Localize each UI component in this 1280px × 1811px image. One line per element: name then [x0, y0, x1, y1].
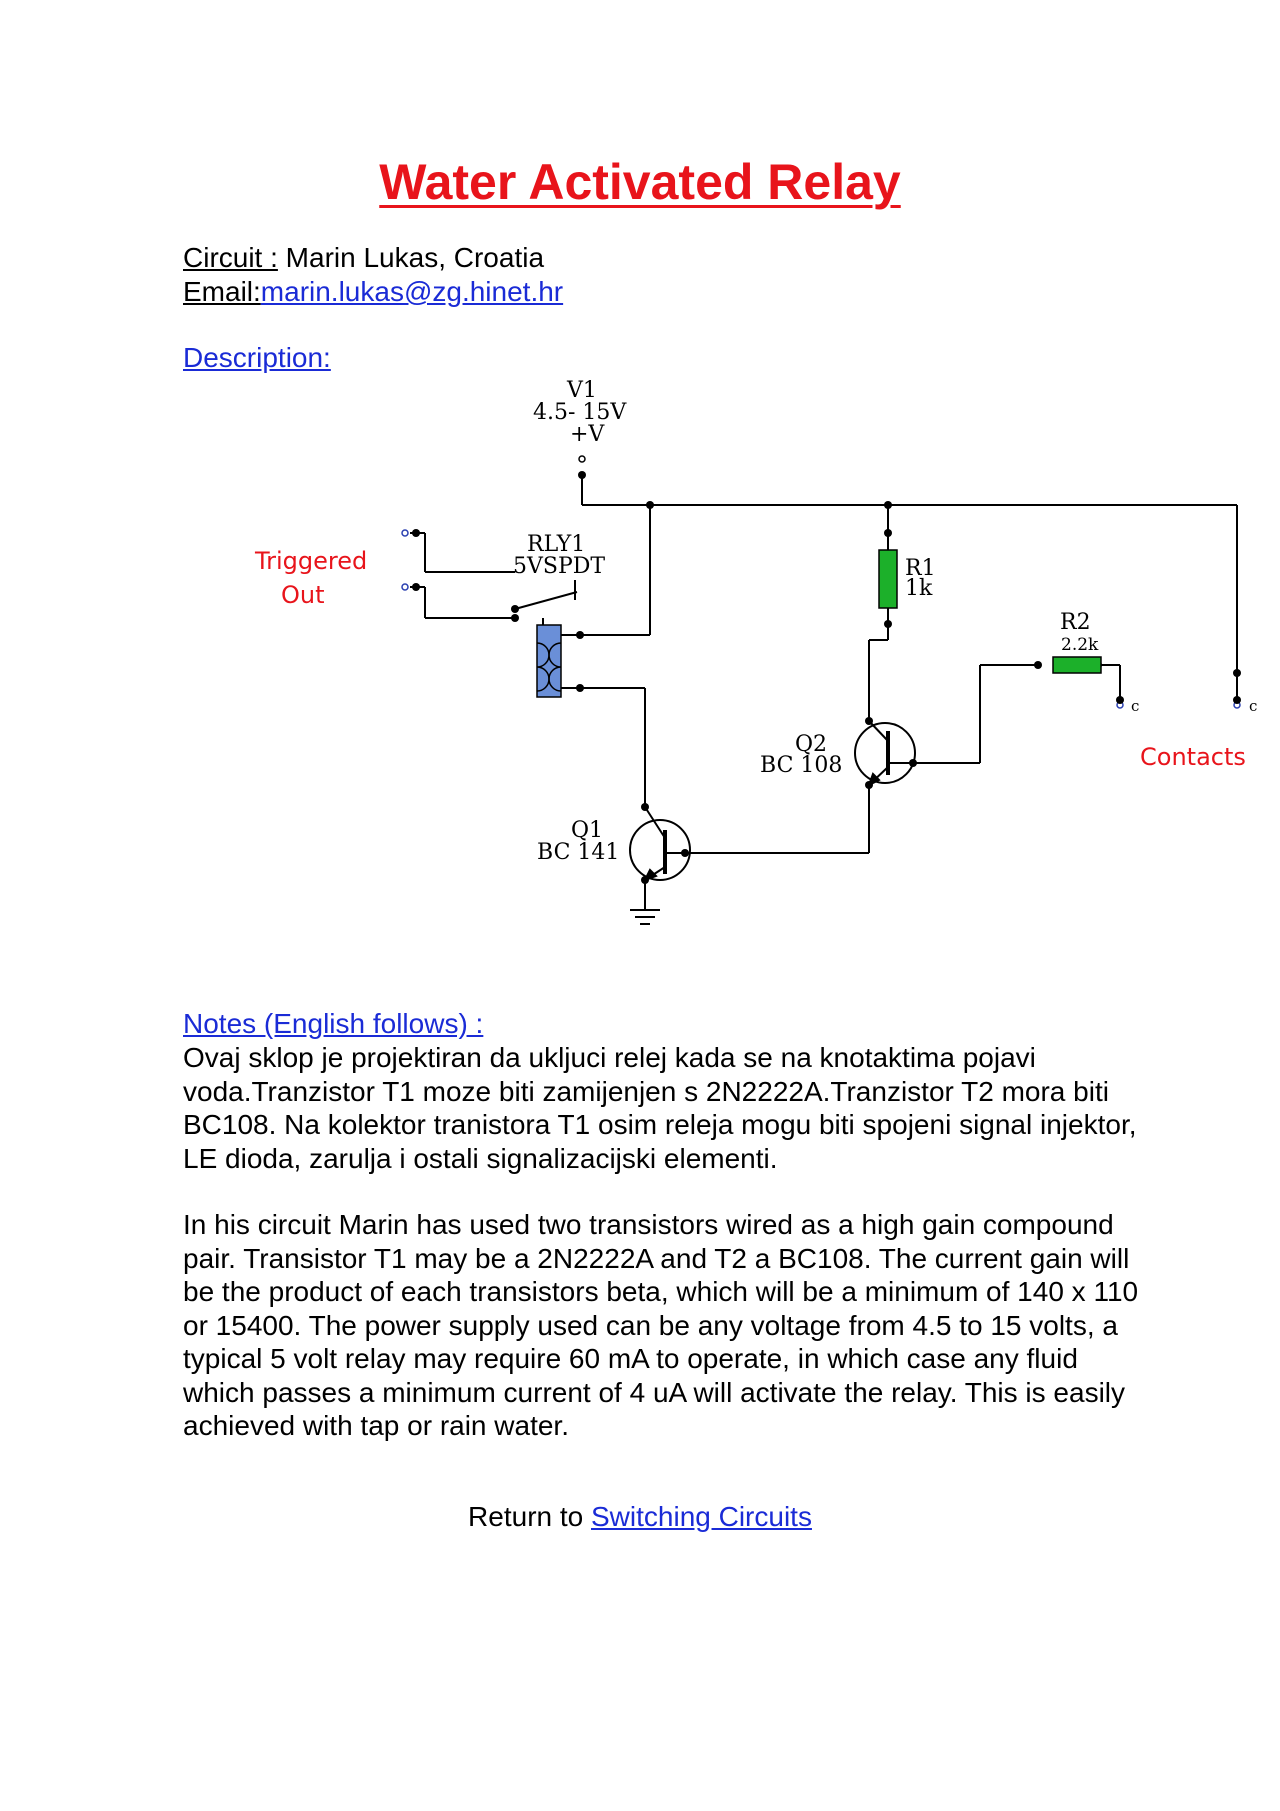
terminals: [401, 455, 1241, 709]
q2-transistor: [854, 720, 916, 788]
wires: [410, 475, 1238, 910]
email-link[interactable]: marin.lukas@zg.hinet.hr: [260, 276, 564, 307]
rly1-type: 5VSPDT: [513, 554, 605, 579]
notes-label: Notes (English follows) :: [183, 1008, 484, 1039]
email-label: Email:: [183, 276, 261, 307]
v1-label: V1: [566, 378, 597, 403]
r2-resistor: [1052, 656, 1102, 674]
email-line: Email:marin.lukas@zg.hinet.hr: [183, 275, 563, 309]
v1-terminal: +V: [570, 422, 605, 447]
rly1-label: RLY1: [527, 532, 585, 557]
triggered-out-label: Triggered: [254, 547, 367, 575]
switching-circuits-link[interactable]: Switching Circuits: [591, 1501, 812, 1532]
q1-transistor: [629, 806, 691, 882]
notes-english: In his circuit Marin has used two transi…: [183, 1209, 1139, 1441]
q2-part: BC 108: [760, 753, 842, 778]
ground-symbol: [630, 909, 660, 925]
circuit-credit: Circuit : Marin Lukas, Croatia: [183, 241, 544, 275]
q1-label: Q1: [571, 818, 603, 843]
triggered-out-label-2: Out: [281, 581, 325, 609]
footer-return: Return to Switching Circuits: [0, 1500, 1280, 1534]
q1-part: BC 141: [537, 840, 619, 865]
circuit-author: Marin Lukas, Croatia: [277, 242, 545, 273]
r1-label: R1: [905, 556, 936, 581]
description-heading: Description:: [183, 341, 331, 375]
page-title: Water Activated Relay: [379, 154, 901, 210]
notes-heading: Notes (English follows) :: [183, 1007, 483, 1041]
relay-coil: [536, 624, 580, 698]
circuit-schematic: V1 4.5- 15V +V RLY1 5VSPDT R1 1k R2 2.2k…: [254, 378, 1257, 925]
r1-value: 1k: [905, 576, 933, 601]
circuit-label: Circuit :: [183, 242, 278, 273]
r2-label: R2: [1060, 610, 1091, 635]
q2-label: Q2: [795, 732, 827, 757]
r2-value: 2.2k: [1061, 635, 1099, 655]
notes-croatian: Ovaj sklop je projektiran da ukljuci rel…: [183, 1042, 1137, 1174]
contact-mark-1: c: [1131, 697, 1139, 715]
r1-resistor: [878, 549, 898, 609]
description-label: Description:: [183, 342, 331, 373]
v1-range: 4.5- 15V: [533, 400, 627, 425]
return-text: Return to: [468, 1501, 591, 1532]
contacts-label: Contacts: [1140, 743, 1246, 771]
contact-mark-2: c: [1249, 697, 1257, 715]
